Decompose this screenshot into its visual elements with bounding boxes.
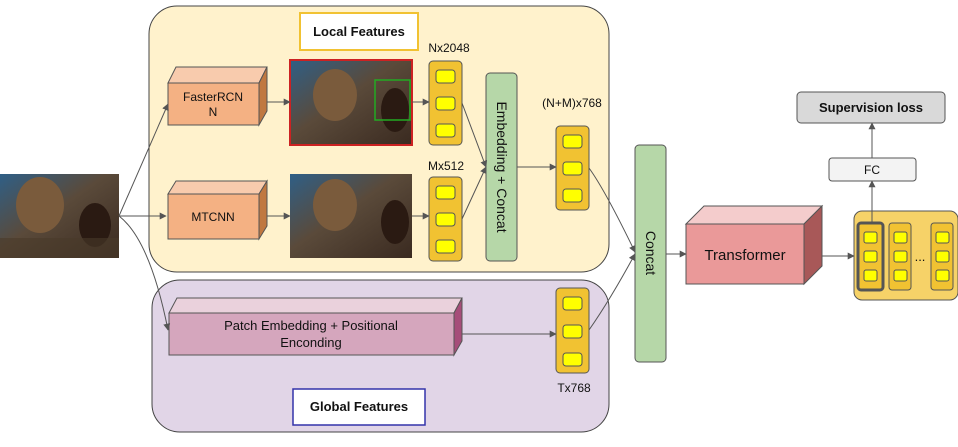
arrow-objtokens-to-embed [461,102,488,168]
arrow-facetokens-to-embed [461,166,487,220]
fasterrcnn-label-line1: FasterRCN [183,90,243,104]
mtcnn-label: MTCNN [191,210,234,224]
transformer-box [684,204,824,286]
arrow-global-to-concat [588,253,636,331]
fasterrcnn-box [167,66,268,127]
output-token-panel [853,210,958,301]
dim-label-faces: Mx512 [428,159,464,173]
arrow-image-to-fasterrcnn [118,103,169,217]
fc-label: FC [864,163,880,177]
transformer-label: Transformer [704,247,785,264]
global-features-label-box [292,388,426,426]
patch-embedding-label-line2: Enconding [280,335,341,350]
input-image [0,174,119,258]
token-stack-faces [428,176,463,262]
connector-arrows [118,98,876,338]
dim-label-global: Tx768 [557,381,591,395]
local-features-label-box [299,12,419,51]
patch-embedding-label-line1: Patch Embedding + Positional [224,318,398,333]
arrow-image-to-patch [118,215,171,331]
object-detection-image [289,59,413,146]
dim-label-objects: Nx2048 [428,41,470,55]
global-features-label: Global Features [310,399,408,414]
token-stack-global [555,287,590,374]
local-features-label: Local Features [313,24,405,39]
token-stack-local-combined [555,125,590,211]
patch-embedding-box [168,297,463,357]
face-detection-image [290,174,412,258]
fasterrcnn-label-line2: N [209,105,218,119]
arrow-combined-to-concat [588,167,636,253]
supervision-loss-label: Supervision loss [819,100,923,115]
mtcnn-box [167,179,268,241]
concat-label: Concat [643,231,659,275]
dim-label-local-combined: (N+M)x768 [542,96,602,110]
token-stack-objects [428,60,463,146]
output-ellipsis: ... [915,249,926,264]
embedding-concat-label: Embedding + Concat [494,101,510,232]
